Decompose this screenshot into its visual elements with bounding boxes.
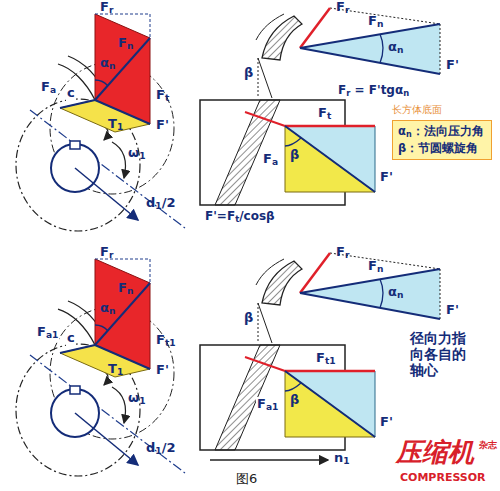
force-label: αn (388, 285, 403, 301)
force-label: αn (388, 40, 403, 56)
force-label: Fr (100, 245, 113, 261)
force-label: F' (156, 363, 169, 378)
force-label: T1 (108, 362, 123, 378)
force-label: β (244, 66, 253, 81)
force-label: 杂志 (479, 440, 497, 450)
force-label: 长方体底面 (392, 104, 442, 116)
legend-box: αn：法向压力角β：节圆螺旋角 (392, 120, 492, 160)
force-label: c (66, 86, 76, 101)
force-label: Ft1 (316, 351, 336, 367)
force-label: ω1 (128, 391, 146, 407)
force-label: Fr (336, 245, 349, 261)
force-label: 径向力指向各自的轴心 (410, 330, 470, 378)
force-label: Ft (318, 106, 331, 122)
force-label: Ft1 (156, 333, 176, 349)
force-label: Ft (156, 88, 169, 104)
force-label: β (244, 311, 253, 326)
force-label: COMPRESSOR (400, 472, 486, 485)
force-label: αn (100, 301, 115, 317)
force-label: Fn (368, 259, 383, 275)
force-label: Fa (40, 80, 57, 96)
force-label: F' (446, 58, 459, 73)
force-label: F'=Ft/cosβ (205, 210, 275, 225)
force-label: Fn (118, 281, 133, 297)
force-label: αn (100, 56, 115, 72)
force-label: d1/2 (146, 196, 175, 212)
force-label: Fr (336, 0, 349, 16)
force-label: F' (380, 415, 393, 430)
force-label: c (66, 331, 76, 346)
force-label: Fr (100, 0, 113, 16)
force-label: β (290, 148, 299, 163)
force-label: Fa (262, 152, 279, 168)
force-label: T1 (108, 117, 123, 133)
figure-caption: 图6 (236, 472, 257, 487)
force-label: n1 (334, 451, 350, 467)
force-label: Fr = F'tgαn (338, 84, 409, 99)
force-label: Fa1 (36, 325, 59, 341)
force-label: F' (156, 118, 169, 133)
force-label: ω1 (128, 146, 146, 162)
force-label: Fn (118, 36, 133, 52)
force-label: β (290, 393, 299, 408)
force-label: d1/2 (146, 441, 175, 457)
force-label: 压缩机 (396, 438, 474, 468)
symbol-note: β：节圆螺旋角 (398, 141, 486, 157)
symbol-note: αn：法向压力角 (398, 124, 486, 141)
force-label: Fn (368, 14, 383, 30)
force-label: F' (446, 303, 459, 318)
force-label: Fa1 (256, 397, 279, 413)
force-label: F' (380, 170, 393, 185)
